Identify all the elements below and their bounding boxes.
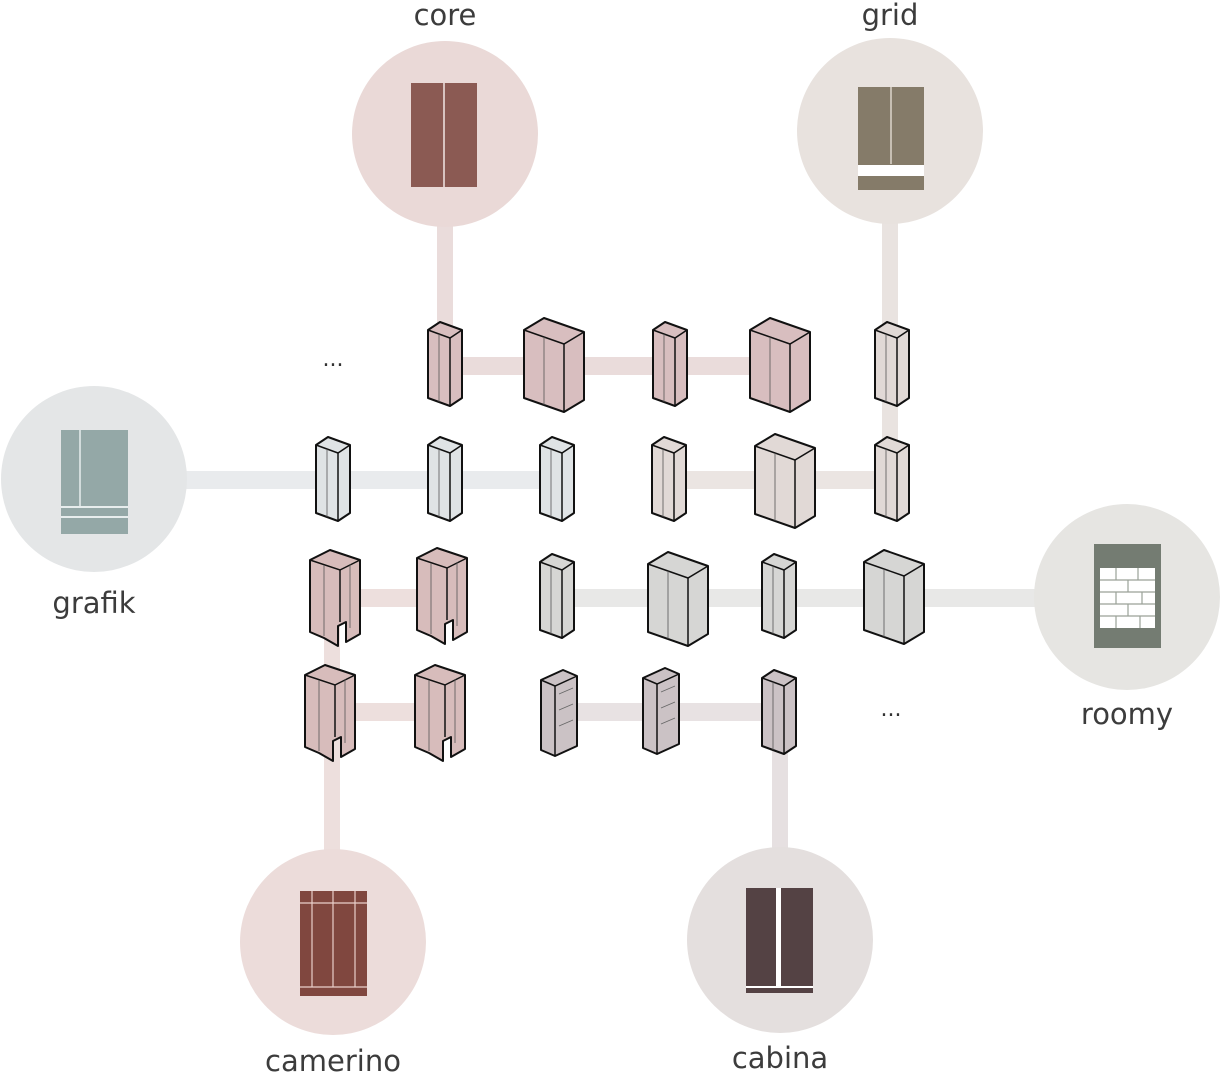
module-r2-c1[interactable] (315, 436, 351, 522)
roomy-wardrobe-icon (1094, 544, 1161, 648)
camerino-wardrobe-icon (300, 891, 367, 996)
module-r1-c3[interactable] (652, 321, 688, 407)
hub-grid-label: grid (862, 0, 919, 32)
hub-cabina-label: cabina (732, 1041, 828, 1075)
module-r1-c1[interactable] (427, 321, 463, 407)
module-r3-c2[interactable] (416, 547, 468, 645)
module-r3-c6[interactable] (863, 549, 925, 645)
module-r4-c2[interactable] (414, 664, 466, 762)
module-r4-c4[interactable] (642, 667, 680, 755)
connector-bands (180, 220, 1050, 860)
hub-roomy-label: roomy (1081, 697, 1173, 731)
hub-core[interactable]: core (352, 0, 538, 227)
module-r2-c2[interactable] (427, 436, 463, 522)
module-r4-c3[interactable] (540, 669, 578, 757)
hub-grid[interactable]: grid (797, 0, 983, 224)
hub-grafik-label: grafik (52, 586, 135, 620)
hub-roomy[interactable]: roomy (1034, 504, 1220, 731)
grafik-wardrobe-icon (61, 430, 128, 534)
module-r2-c3[interactable] (539, 436, 575, 522)
module-r3-c5[interactable] (761, 553, 797, 639)
core-wardrobe-icon (411, 83, 477, 187)
ellipsis-bottom-right: ... (881, 697, 902, 722)
module-r2-c5[interactable] (754, 433, 816, 529)
module-r3-c3[interactable] (539, 553, 575, 639)
module-r4-c1[interactable] (304, 664, 356, 762)
cabina-wardrobe-icon (746, 888, 813, 993)
module-r4-c5[interactable] (761, 669, 797, 755)
module-r1-c2[interactable] (523, 317, 585, 413)
hub-cabina[interactable]: cabina (687, 847, 873, 1075)
hub-core-label: core (414, 0, 477, 32)
module-r2-c4[interactable] (651, 436, 687, 522)
module-r2-c6[interactable] (874, 436, 910, 522)
hub-camerino-label: camerino (265, 1044, 401, 1078)
module-r1-c4[interactable] (749, 317, 811, 413)
hub-camerino[interactable]: camerino (240, 849, 426, 1078)
module-r1-c5[interactable] (874, 321, 910, 407)
ellipsis-top-left: ... (323, 347, 344, 372)
module-r3-c1[interactable] (309, 549, 361, 647)
module-r3-c4[interactable] (647, 551, 709, 647)
grid-wardrobe-icon (858, 87, 924, 190)
hub-grafik[interactable]: grafik (1, 386, 187, 620)
